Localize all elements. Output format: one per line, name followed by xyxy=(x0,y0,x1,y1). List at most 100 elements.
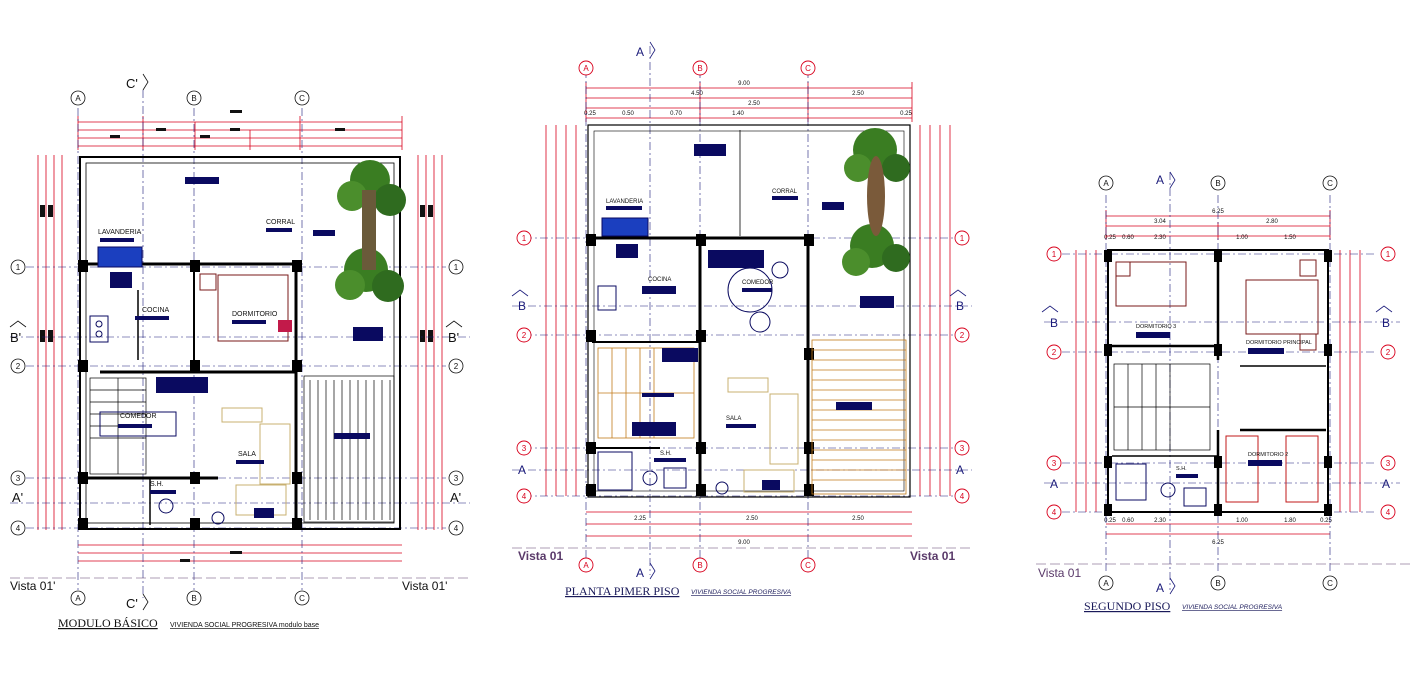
row-label-1-left: 1 xyxy=(1052,250,1057,259)
view-label-right: Vista 01' xyxy=(402,579,447,593)
room-label-sh: S.H. xyxy=(150,481,164,488)
dining-table-icon xyxy=(99,411,177,437)
label-bars xyxy=(606,144,894,462)
room-label-corral: CORRAL xyxy=(772,189,798,195)
row-label-1-right: 1 xyxy=(960,234,965,243)
dim-top-d: 1.40 xyxy=(732,111,744,117)
structural-columns xyxy=(1104,250,1332,516)
section-mark-left: B' xyxy=(10,330,21,345)
dim-top-left: 4.50 xyxy=(691,91,703,97)
col-label-c-bottom: C xyxy=(1327,579,1333,588)
nightstand-icon xyxy=(1299,259,1317,277)
dimension-labels: 9.00 4.50 2.50 2.50 0.25 0.50 0.70 1.40 … xyxy=(584,81,912,546)
grid-bubble-labels: A B C A B C 1 2 3 4 1 2 3 4 xyxy=(16,94,459,603)
tree-icon xyxy=(842,128,910,276)
room-labels: LAVANDERIA CORRAL COCINA DORMITORIO COME… xyxy=(98,219,295,488)
section-mark-right2: A xyxy=(956,463,964,477)
col-label-c-top: C xyxy=(805,64,811,73)
plan-segundo-piso: 6.25 3.04 2.80 0.25 0.60 2.30 1.00 1.50 … xyxy=(1036,171,1410,613)
dim-top-d: 1.00 xyxy=(1236,235,1248,241)
row-label-2-left: 2 xyxy=(1052,348,1057,357)
row-label-4-right: 4 xyxy=(960,492,965,501)
nightstand-icon xyxy=(199,273,217,291)
dim-bottom-d: 1.00 xyxy=(1236,518,1248,524)
row-label-3-right: 3 xyxy=(454,474,459,483)
furniture xyxy=(89,246,292,525)
room-labels: DORMITORIO 3 DORMITORIO PRINCIPAL DORMIT… xyxy=(1136,324,1312,472)
dim-bottom-b: 0.60 xyxy=(1122,518,1134,524)
toilet-icon xyxy=(642,470,658,486)
col-label-c-top: C xyxy=(1327,179,1333,188)
dim-top-right: 2.80 xyxy=(1266,219,1278,225)
plan-title-segundo-piso: SEGUNDO PISO xyxy=(1084,599,1171,613)
interior-stair xyxy=(1113,363,1211,451)
plan-modulo-basico: LAVANDERIA CORRAL COCINA DORMITORIO COME… xyxy=(9,73,470,630)
dim-bottom-a: 2.25 xyxy=(634,516,646,522)
armchair-icon xyxy=(743,469,795,493)
row-label-1-left: 1 xyxy=(522,234,527,243)
dimension-lines xyxy=(545,82,951,537)
bunk-bed-icon xyxy=(1285,435,1319,503)
dim-top-right: 2.50 xyxy=(852,91,864,97)
row-label-2-left: 2 xyxy=(522,331,527,340)
col-label-a-top: A xyxy=(75,94,81,103)
col-label-c-bottom: C xyxy=(805,561,811,570)
room-label-comedor: COMEDOR xyxy=(120,413,157,420)
grid-bubbles xyxy=(10,90,464,606)
row-label-1-left: 1 xyxy=(16,263,21,272)
section-markers: A A B B A A xyxy=(518,45,964,580)
furniture xyxy=(1115,259,1319,507)
room-label-corral: CORRAL xyxy=(266,219,295,226)
section-mark-bottom: C' xyxy=(126,596,138,611)
row-label-3-right: 3 xyxy=(1386,459,1391,468)
row-label-2-right: 2 xyxy=(960,331,965,340)
col-label-b-top: B xyxy=(697,64,702,73)
row-label-1-right: 1 xyxy=(454,263,459,272)
grid-bubbles xyxy=(1046,246,1396,520)
row-label-4-left: 4 xyxy=(1052,508,1057,517)
section-mark-bottom: A xyxy=(1156,581,1164,595)
col-label-b-bottom: B xyxy=(191,594,196,603)
room-labels: LAVANDERIA CORRAL COCINA COMEDOR SALA S.… xyxy=(606,189,798,457)
section-mark-left: B xyxy=(1050,316,1058,330)
view-labels: Vista 01 Vista 01 xyxy=(518,549,955,563)
row-label-1-right: 1 xyxy=(1386,250,1391,259)
section-arrow-icon xyxy=(1041,171,1393,595)
entry-mat-icon xyxy=(254,508,274,518)
sofa-icon xyxy=(727,377,769,393)
room-label-dormitorio-2: DORMITORIO 2 xyxy=(1248,452,1288,458)
shower-icon xyxy=(1115,463,1147,501)
walls xyxy=(1107,249,1329,513)
plan-title-primer-piso: PLANTA PIMER PISO xyxy=(565,584,680,598)
col-label-b-top: B xyxy=(1215,179,1220,188)
dim-bottom-f: 0.25 xyxy=(1320,518,1332,524)
view-label-left: Vista 01' xyxy=(10,579,55,593)
col-label-a-bottom: A xyxy=(75,594,81,603)
section-mark-top: A xyxy=(1156,173,1164,187)
section-mark-top: A xyxy=(636,45,644,59)
structural-columns xyxy=(586,234,814,496)
dim-top-total: 9.00 xyxy=(738,81,750,87)
chair-icon xyxy=(749,311,771,333)
grid-bubble-labels: A B C A B C 1 2 3 4 1 2 3 4 xyxy=(522,64,965,570)
room-label-dormitorio: DORMITORIO xyxy=(232,311,278,318)
dim-top-b: 0.50 xyxy=(622,111,634,117)
grid-bubble-labels-rows: 1 2 3 4 1 2 3 4 xyxy=(1052,250,1391,517)
section-mark-right: B xyxy=(956,299,964,313)
row-label-2-right: 2 xyxy=(454,362,459,371)
col-label-c-bottom: C xyxy=(299,594,305,603)
wardrobe-icon xyxy=(278,320,292,332)
dim-bottom-c: 2.50 xyxy=(852,516,864,522)
dim-top-e: 0.25 xyxy=(900,111,912,117)
section-mark-right2: A xyxy=(1382,477,1390,491)
dimension-lines xyxy=(1075,210,1361,535)
section-markers: A A B B A A xyxy=(1050,173,1390,595)
bunk-bed-icon xyxy=(1225,435,1259,503)
shower-icon xyxy=(597,451,633,491)
dim-bottom-total: 9.00 xyxy=(738,540,750,546)
row-label-4-left: 4 xyxy=(16,524,21,533)
structural-columns xyxy=(78,260,302,530)
room-label-sala: SALA xyxy=(726,416,741,422)
stove-icon xyxy=(89,315,109,343)
plan-primer-piso: 9.00 4.50 2.50 2.50 0.25 0.50 0.70 1.40 … xyxy=(511,41,972,598)
